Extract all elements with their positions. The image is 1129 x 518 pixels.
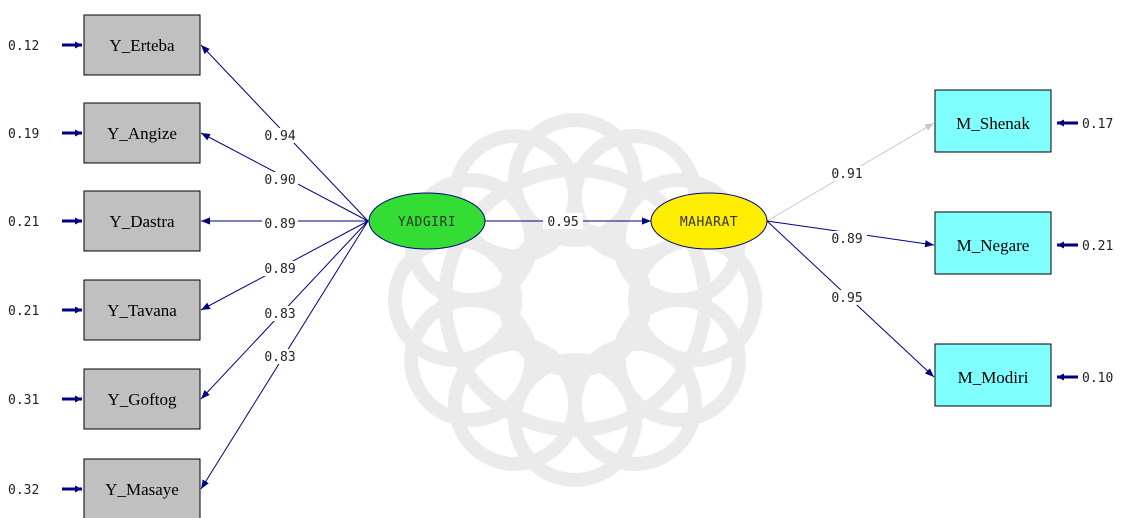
indicator-box — [83, 458, 201, 518]
indicator-label: Y_Goftog — [108, 390, 177, 409]
loading-value: 0.90 — [264, 173, 295, 188]
left-indicator: Y_Goftog 0.83 0.31 — [8, 220, 369, 430]
right-indicator: M_Modiri 0.95 0.10 — [766, 220, 1113, 407]
yadgiri-label: YADGIRI — [398, 215, 456, 230]
indicator-box — [83, 368, 201, 430]
maharat-label: MAHARAT — [680, 215, 738, 230]
left-indicator: Y_Erteba 0.94 0.12 — [8, 14, 369, 222]
error-variance: 0.31 — [8, 393, 39, 408]
left-indicator: Y_Tavana 0.89 0.21 — [8, 220, 369, 341]
indicator-box — [934, 89, 1052, 153]
error-variance: 0.17 — [1082, 117, 1113, 132]
indicator-label: Y_Erteba — [109, 36, 175, 55]
indicator-box — [83, 14, 201, 76]
indicator-box — [83, 190, 201, 252]
error-variance: 0.19 — [8, 127, 39, 142]
left-indicator: Y_Dastra 0.89 0.21 — [8, 190, 368, 252]
error-variance: 0.21 — [1082, 239, 1113, 254]
indicator-label: M_Modiri — [958, 368, 1029, 387]
latent-maharat: MAHARAT — [650, 192, 768, 250]
indicator-box — [83, 102, 201, 164]
latent-yadgiri: YADGIRI — [368, 192, 486, 250]
loading-value: 0.83 — [264, 307, 295, 322]
right-indicator: M_Negare 0.89 0.21 — [766, 211, 1113, 275]
indicator-label: Y_Masaye — [105, 480, 179, 499]
watermark-rosette — [388, 113, 762, 487]
left-indicator: Y_Masaye 0.83 0.32 — [8, 220, 369, 518]
indicator-label: Y_Dastra — [109, 212, 175, 231]
indicator-box — [934, 343, 1052, 407]
indicator-label: Y_Tavana — [107, 301, 177, 320]
indicator-box — [934, 211, 1052, 275]
indicator-label: Y_Angize — [107, 124, 177, 143]
loading-value: 0.95 — [831, 291, 862, 306]
loading-value: 0.89 — [264, 262, 295, 277]
error-variance: 0.21 — [8, 215, 39, 230]
error-variance: 0.21 — [8, 304, 39, 319]
left-indicator: Y_Angize 0.90 0.19 — [8, 102, 369, 222]
loading-value: 0.89 — [264, 217, 295, 232]
indicator-label: M_Shenak — [956, 114, 1030, 133]
error-variance: 0.12 — [8, 39, 39, 54]
error-variance: 0.10 — [1082, 371, 1113, 386]
right-indicator: M_Shenak 0.91 0.17 — [766, 89, 1113, 222]
loading-value: 0.94 — [264, 129, 295, 144]
indicator-label: M_Negare — [957, 236, 1030, 255]
loading-value: 0.83 — [264, 350, 295, 365]
indicator-box — [83, 279, 201, 341]
error-variance: 0.32 — [8, 483, 39, 498]
loading-value: 0.89 — [831, 232, 862, 247]
structural-path-coef: 0.95 — [547, 215, 578, 230]
loading-value: 0.91 — [831, 167, 862, 182]
